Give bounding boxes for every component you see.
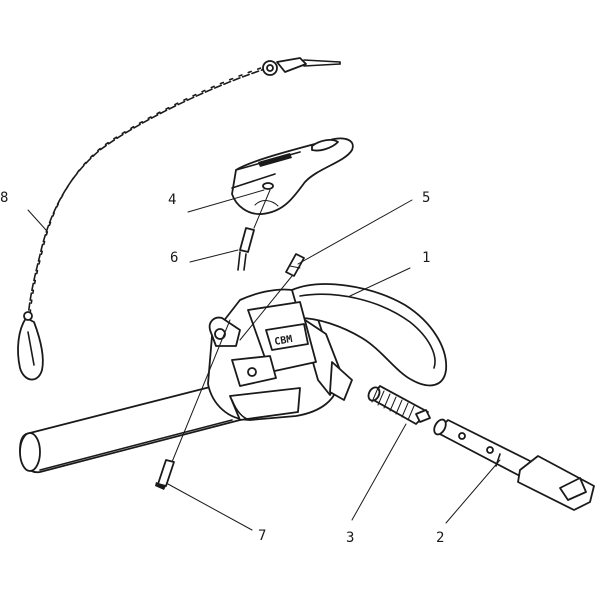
leader-5 [297, 199, 413, 265]
pin-6 [237, 227, 255, 271]
leader-lines [27, 189, 501, 531]
callout-3: 3 [346, 530, 354, 546]
leader-8 [27, 209, 47, 231]
clamp-plate [231, 137, 354, 215]
callout-labels: 1 2 3 4 5 6 7 8 [0, 190, 444, 546]
leader-1 [349, 267, 411, 297]
alignment-line-6 [253, 189, 271, 229]
alignment-line-7 [171, 319, 231, 463]
pin-5 [285, 253, 305, 277]
callout-5: 5 [422, 190, 430, 206]
leader-3 [351, 423, 407, 521]
callout-4: 4 [168, 192, 176, 208]
pin-7 [155, 459, 175, 490]
callout-8: 8 [0, 190, 8, 206]
leader-2 [445, 459, 501, 524]
chain-with-snap-hook [17, 57, 341, 381]
leader-6 [189, 249, 239, 263]
hook-body: CBM [19, 283, 447, 474]
alignment-line-5 [239, 275, 293, 341]
shaft [433, 418, 595, 511]
leader-7 [167, 483, 253, 531]
callout-6: 6 [170, 250, 178, 266]
threaded-bolt [367, 385, 431, 425]
logo-text: CBM [274, 334, 294, 348]
callout-1: 1 [422, 250, 430, 266]
callout-7: 7 [258, 528, 266, 544]
leader-4 [187, 189, 265, 213]
callout-2: 2 [436, 530, 444, 546]
